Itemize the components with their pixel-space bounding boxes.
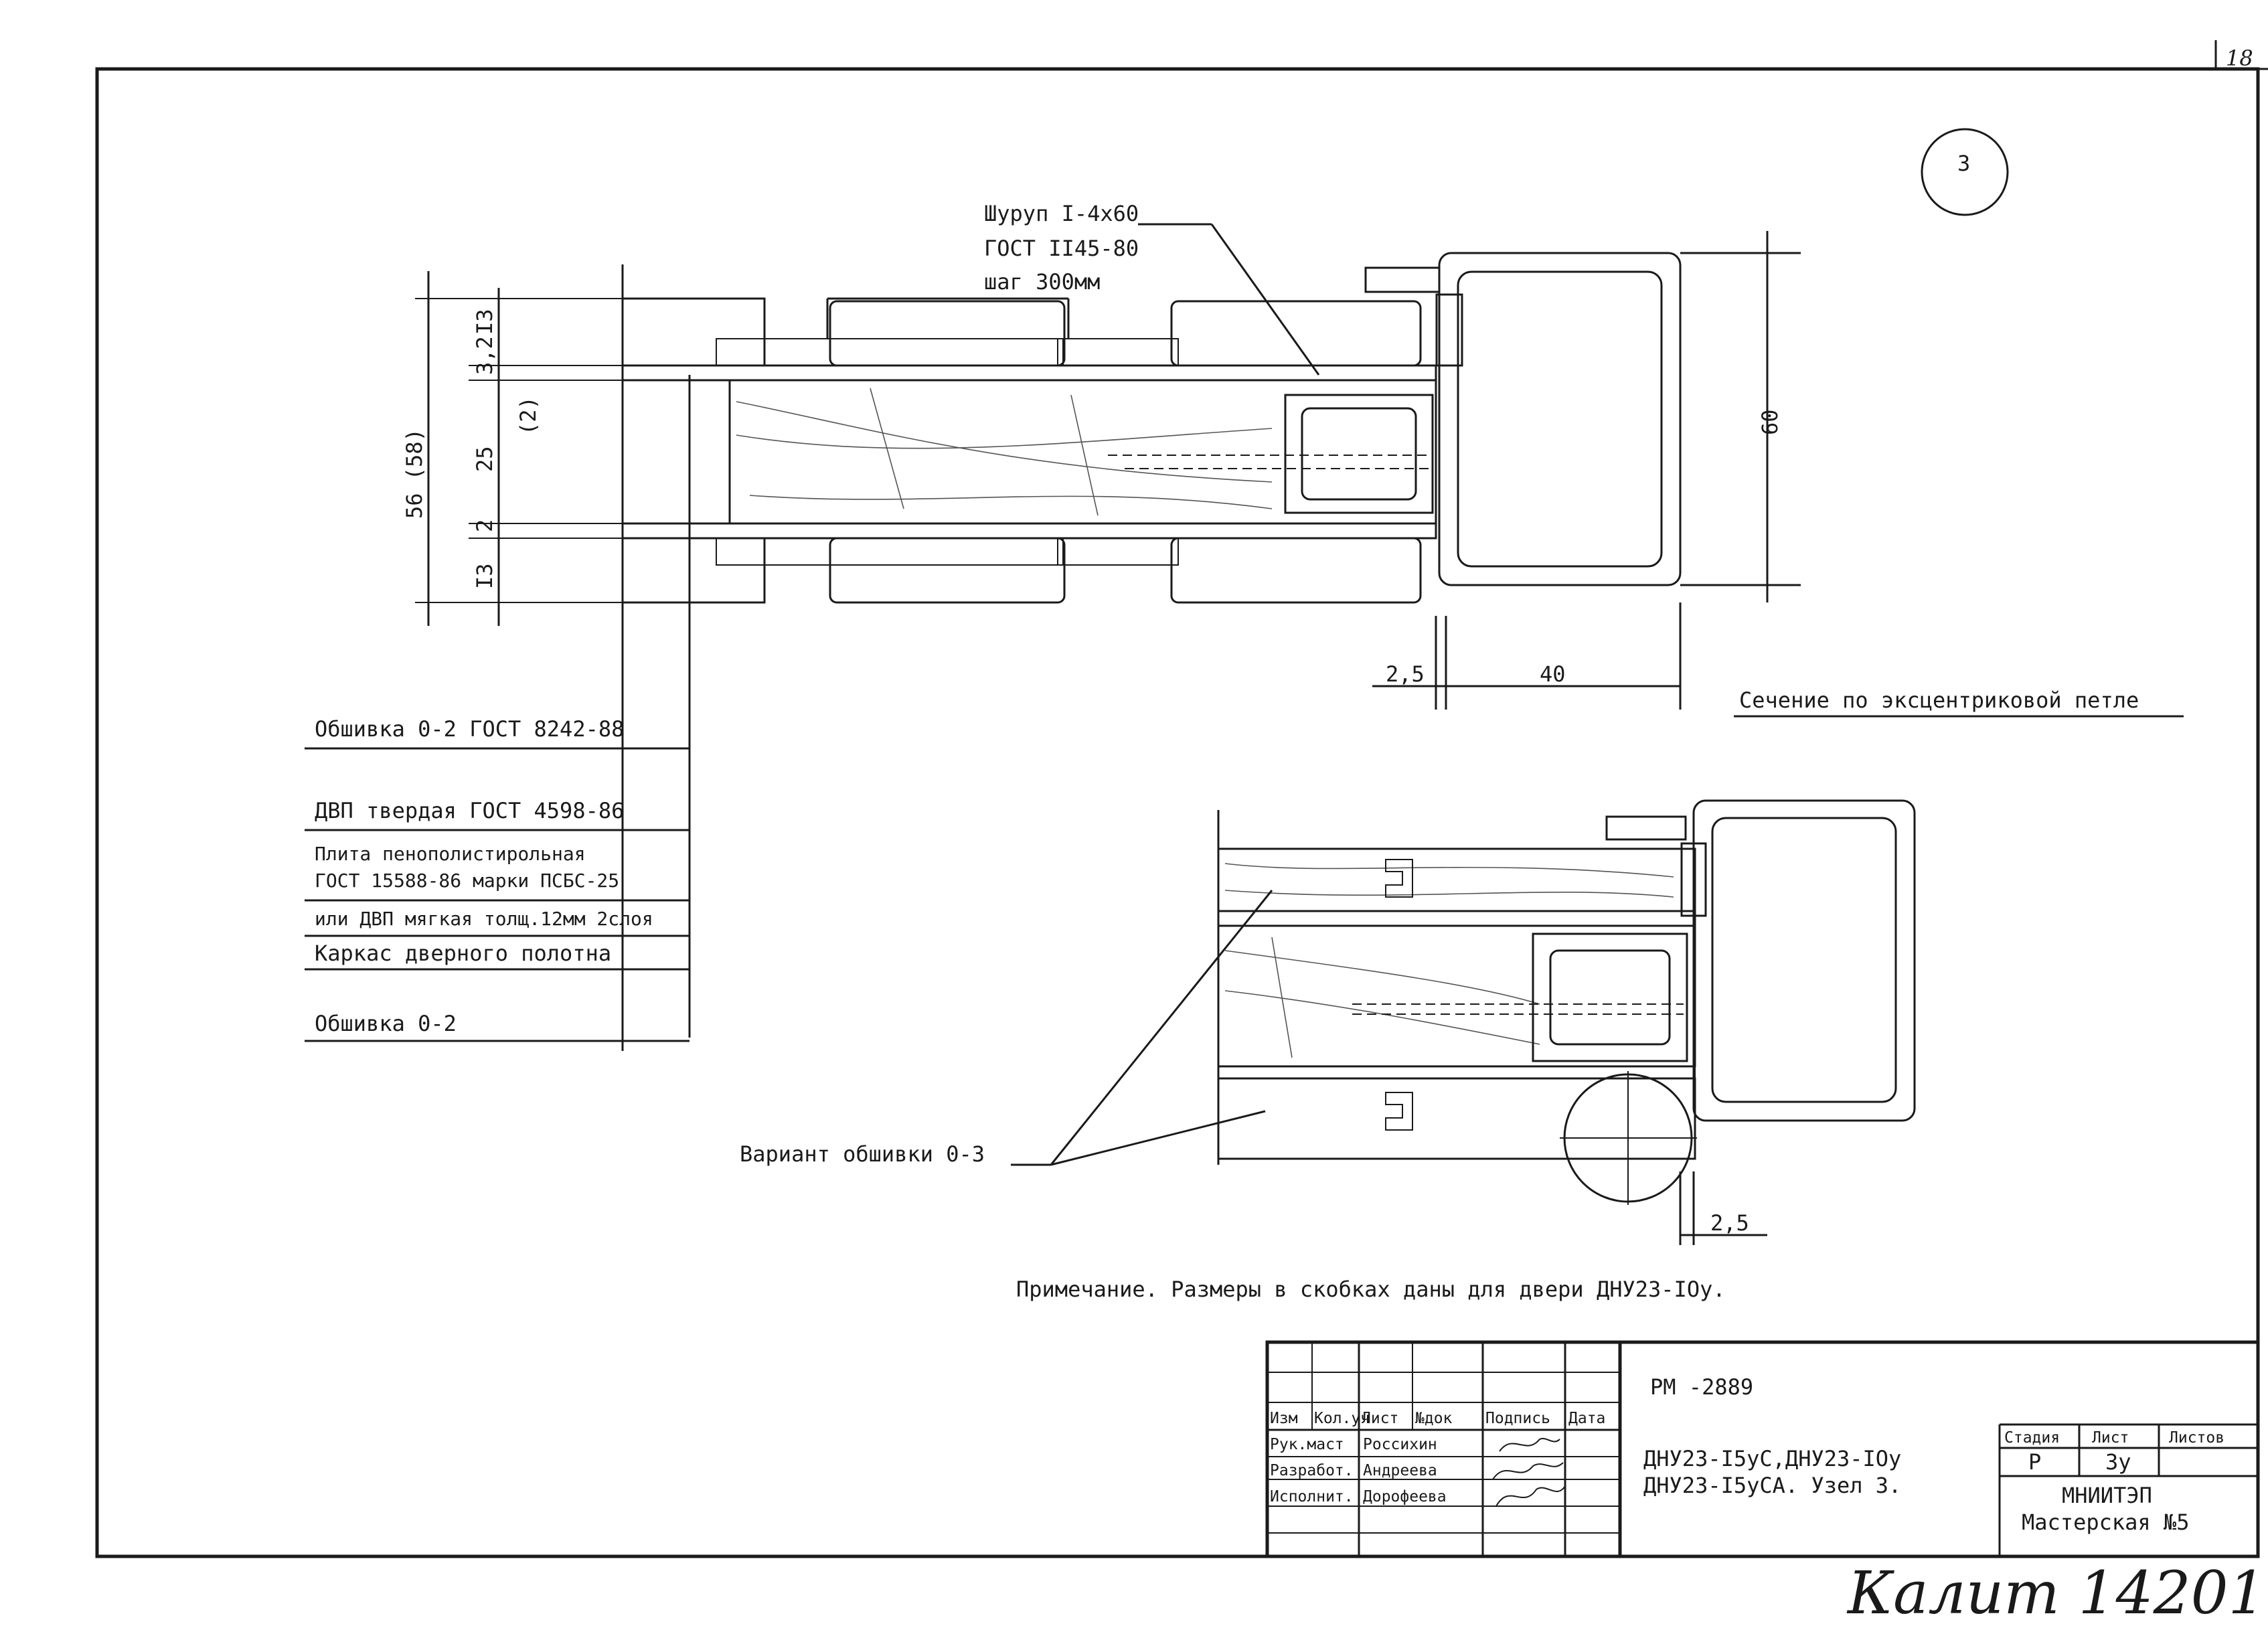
- row-name-3: Дорофеева: [1363, 1488, 1447, 1505]
- legend-item-6: Каркас дверного полотна: [315, 941, 611, 966]
- dim-part-4: 25: [472, 446, 497, 472]
- screw-callout-line-2: ГОСТ II45-80: [984, 236, 1139, 261]
- row-role-1: Рук.маст: [1270, 1436, 1344, 1453]
- header-list: Лист: [1362, 1410, 1398, 1427]
- org-line-1: МНИИТЭП: [2062, 1483, 2152, 1508]
- sheet-frame: [95, 40, 2268, 1558]
- dim-bottom-hinge-gap: 2,5: [1710, 1210, 1749, 1236]
- dim-bottom-width: 40: [1540, 661, 1566, 687]
- sheet-header: Лист: [2092, 1429, 2129, 1447]
- handwritten-mark: Калит 14201: [1846, 1558, 2266, 1627]
- dim-frame-height: 60: [1757, 409, 1783, 435]
- variant-label: Вариант обшивки 0-3: [740, 1141, 985, 1167]
- legend-item-4: ГОСТ 15588-86 марки ПСБС-25: [315, 870, 619, 892]
- dim-part-3: (2): [515, 396, 541, 435]
- title-line-1: ДНУ23-I5уС,ДНУ23-IOу: [1643, 1446, 1901, 1471]
- row-name-1: Россихин: [1363, 1436, 1437, 1453]
- sheets-header: Листов: [2169, 1429, 2224, 1447]
- drawing-note: Примечание. Размеры в скобках даны для д…: [1016, 1277, 1726, 1302]
- legend-item-3: Плита пенополистирольная: [315, 843, 586, 865]
- node-number: 3: [1957, 151, 1970, 176]
- title-block: [1265, 1340, 2260, 1558]
- section-title: Сечение по эксцентриковой петле: [1739, 687, 2139, 713]
- dim-part-2: I3: [472, 309, 497, 335]
- legend-item-5: или ДВП мягкая толщ.12мм 2слоя: [315, 908, 653, 930]
- node-circle-marker: 3: [1921, 128, 2009, 216]
- page-number: 18: [2226, 46, 2253, 71]
- header-doc: №док: [1415, 1410, 1453, 1427]
- dim-part-1: 3,2: [472, 336, 497, 375]
- top-section-drawing: [415, 223, 1801, 1051]
- title-line-2: ДНУ23-I5уСА. Узел 3.: [1643, 1473, 1901, 1498]
- row-role-2: Разработ.: [1270, 1462, 1354, 1479]
- dim-part-6: I3: [472, 563, 497, 589]
- sheet-value: 3у: [2105, 1449, 2131, 1475]
- legend-item-1: Обшивка 0-2 ГОСТ 8242-88: [315, 716, 624, 742]
- frame-profile-bottom: [1692, 799, 1916, 1122]
- dim-bottom-gap: 2,5: [1386, 661, 1425, 687]
- dim-part-5: 2: [472, 519, 497, 532]
- signatures: [1492, 1437, 1566, 1507]
- frame-profile-top: [1438, 252, 1682, 586]
- door-core: [621, 379, 1437, 525]
- org-line-2: Мастерская №5: [2022, 1510, 2189, 1535]
- foam-insulation: [621, 379, 731, 525]
- dim-total-height: 56 (58): [402, 428, 427, 519]
- stage-header: Стадия: [2004, 1429, 2060, 1447]
- row-role-3: Исполнит.: [1270, 1488, 1354, 1505]
- doc-code: РМ -2889: [1650, 1374, 1753, 1400]
- legend-item-7: Обшивка 0-2: [315, 1011, 457, 1036]
- material-legend: [305, 747, 690, 1042]
- header-date: Дата: [1568, 1410, 1605, 1427]
- screw-callout-line-1: Шуруп I-4х60: [984, 201, 1139, 226]
- header-sign: Подпись: [1485, 1410, 1550, 1427]
- legend-item-2: ДВП твердая ГОСТ 4598-86: [315, 798, 624, 823]
- stage-value: Р: [2028, 1449, 2041, 1475]
- header-izm: Изм: [1270, 1410, 1298, 1427]
- top-upper-strip-a: [621, 297, 766, 367]
- header-kol: Кол.уч: [1314, 1410, 1370, 1427]
- bottom-section-drawing: [1011, 799, 1916, 1245]
- row-name-2: Андреева: [1363, 1462, 1437, 1479]
- screw-callout-line-3: шаг 300мм: [984, 269, 1100, 295]
